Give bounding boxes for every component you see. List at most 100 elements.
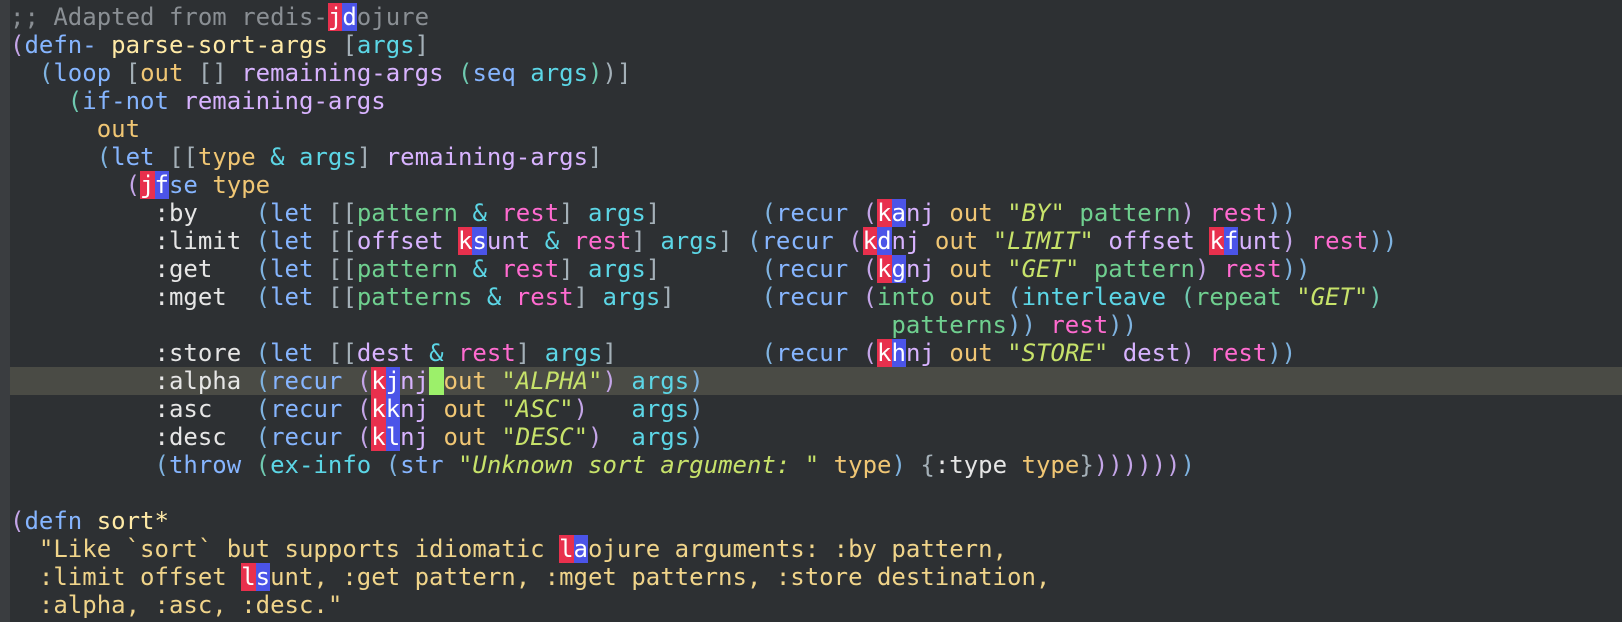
- code-token: recur: [270, 423, 343, 451]
- code-token: }: [1079, 451, 1094, 479]
- code-token: [256, 143, 270, 171]
- code-token: pattern: [1079, 199, 1181, 227]
- code-line[interactable]: (if-not remaining-args: [10, 87, 1622, 115]
- code-line[interactable]: (throw (ex-info (str "Unknown sort argum…: [10, 451, 1622, 479]
- code-token: (: [848, 227, 863, 255]
- code-token: args: [530, 59, 589, 87]
- code-token: (: [862, 199, 878, 227]
- current-code-line[interactable]: :alpha (recur (kjnj out "ALPHA") args): [10, 367, 1622, 395]
- code-token: :asc: [154, 395, 213, 423]
- jump-hint-label: k: [877, 255, 892, 283]
- code-token: (: [255, 339, 271, 367]
- code-line[interactable]: patterns)) rest)): [10, 311, 1622, 339]
- code-token: [848, 283, 862, 311]
- code-token: [183, 59, 197, 87]
- code-token: "ASC": [501, 395, 574, 423]
- code-token: [1296, 227, 1310, 255]
- code-token: [10, 311, 891, 339]
- code-token: [978, 227, 992, 255]
- code-token: [993, 199, 1007, 227]
- code-token: ]: [559, 255, 574, 283]
- code-token: nj: [905, 255, 935, 283]
- code-token: [993, 339, 1007, 367]
- code-token: out: [949, 199, 993, 227]
- code-token: recur: [270, 367, 343, 395]
- code-line[interactable]: :store (let [[dest & rest] args] (recur …: [10, 339, 1622, 367]
- code-line[interactable]: (defn sort*: [10, 507, 1622, 535]
- jump-hint-label: k: [877, 339, 892, 367]
- code-token: rest: [515, 283, 574, 311]
- code-token: let: [270, 255, 314, 283]
- code-line[interactable]: :asc (recur (kknj out "ASC") args): [10, 395, 1622, 423]
- code-token: :get: [154, 255, 213, 283]
- text-cursor: [429, 367, 444, 395]
- code-token: (: [1007, 283, 1022, 311]
- code-token: pattern: [1093, 255, 1195, 283]
- code-token: "DESC": [501, 423, 589, 451]
- code-token: [[: [327, 283, 357, 311]
- code-token: (: [255, 227, 271, 255]
- code-token: patterns: [891, 311, 1007, 339]
- code-line[interactable]: :by (let [[pattern & rest] args] (recur …: [10, 199, 1622, 227]
- code-line[interactable]: (defn- parse-sort-args [args]: [10, 31, 1622, 59]
- code-line[interactable]: (loop [out [] remaining-args (seq args))…: [10, 59, 1622, 87]
- code-token: recur: [775, 339, 849, 367]
- code-token: nj: [400, 423, 430, 451]
- code-line[interactable]: :get (let [[pattern & rest] args] (recur…: [10, 255, 1622, 283]
- code-token: ]: [645, 199, 661, 227]
- code-token: dest: [356, 339, 415, 367]
- jump-hint-label: k: [371, 423, 386, 451]
- code-line[interactable]: (jfse type: [10, 171, 1622, 199]
- code-line[interactable]: :alpha, :asc, :desc.": [10, 591, 1622, 619]
- code-token: [10, 87, 68, 115]
- code-token: let: [270, 199, 314, 227]
- code-token: [1195, 339, 1209, 367]
- code-token: [342, 423, 356, 451]
- jump-hint-label: k: [371, 367, 386, 395]
- code-token: out: [443, 367, 487, 395]
- code-token: [1007, 451, 1021, 479]
- code-line[interactable]: :limit offset lsunt, :get pattern, :mget…: [10, 563, 1622, 591]
- code-token: :limit offset: [10, 563, 242, 591]
- code-token: interleave: [1021, 283, 1167, 311]
- code-token: ): [689, 395, 704, 423]
- code-line[interactable]: (let [[type & args] remaining-args]: [10, 143, 1622, 171]
- code-token: args: [631, 367, 690, 395]
- code-token: )): [1267, 339, 1297, 367]
- code-token: &: [486, 283, 502, 311]
- code-token: (: [356, 423, 372, 451]
- code-token: [487, 423, 501, 451]
- jump-hint-label: a: [573, 535, 588, 563]
- code-token: into: [877, 283, 935, 311]
- code-token: ): [573, 395, 589, 423]
- code-token: (: [154, 451, 169, 479]
- code-token: unt, :get pattern, :mget patterns, :stor…: [270, 563, 1051, 591]
- code-line[interactable]: ;; Adapted from redis-jdojure: [10, 3, 1622, 31]
- code-token: type: [212, 171, 271, 199]
- code-token: )))))): [1093, 451, 1181, 479]
- code-line[interactable]: :mget (let [[patterns & rest] args] (rec…: [10, 283, 1622, 311]
- code-line[interactable]: "Like `sort` but supports idiomatic laoj…: [10, 535, 1622, 563]
- jump-hint-label: j: [327, 3, 343, 31]
- code-line[interactable]: out: [10, 115, 1622, 143]
- code-token: [198, 171, 212, 199]
- code-token: "Unknown sort argument: ": [457, 451, 820, 479]
- code-token: [10, 171, 126, 199]
- code-line[interactable]: :desc (recur (klnj out "DESC") args): [10, 423, 1622, 451]
- code-token: (: [761, 255, 776, 283]
- code-token: ojure: [356, 3, 430, 31]
- code-token: [[: [327, 339, 357, 367]
- code-token: [10, 59, 39, 87]
- code-token: [1209, 255, 1223, 283]
- code-line[interactable]: :limit (let [[offset ksunt & rest] args]…: [10, 227, 1622, 255]
- code-token: &: [544, 227, 560, 255]
- code-token: let: [111, 143, 155, 171]
- code-token: recur: [775, 199, 849, 227]
- code-token: (: [255, 451, 271, 479]
- code-token: ]: [718, 227, 733, 255]
- code-token: [328, 31, 342, 59]
- code-line[interactable]: [10, 479, 1622, 507]
- code-token: :alpha: [154, 367, 242, 395]
- code-token: [733, 227, 747, 255]
